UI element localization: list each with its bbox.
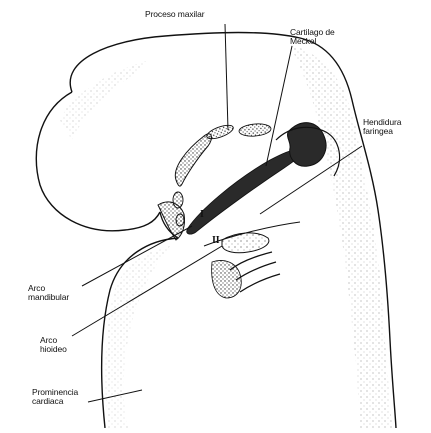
label-arco-hioideo: Arco hioideo [40,336,67,354]
label-hendidura-faringea: Hendidura faringea [363,118,401,136]
label-arco-mandibular: Arco mandibular [28,284,69,302]
maxillary-process [175,134,211,186]
label-arco-hioideo-line2: hioideo [40,345,67,354]
label-arco-mandibular-line2: mandibular [28,293,69,302]
label-proceso-maxilar-text: Proceso maxilar [145,10,204,19]
head-shading [290,45,392,428]
label-prominencia-line2: cardiaca [32,397,78,406]
label-cartilago-meckel: Cartilago de Meckel [290,28,335,46]
oval-upper [173,192,183,208]
label-prominencia-cardiaca: Prominencia cardiaca [32,388,78,406]
label-hendidura-line2: faringea [363,127,401,136]
label-proceso-maxilar: Proceso maxilar [145,10,204,19]
label-cartilago-line2: Meckel [290,37,335,46]
oval-lower [176,214,184,226]
roman-numeral-two: II [212,236,220,245]
cardiac-shading [105,246,170,428]
leader-proceso-maxilar [225,24,228,130]
roman-numeral-one: I [200,210,204,219]
frontal-bulge-outline [36,92,160,231]
forehead-shading [60,60,150,140]
pharyngeal-dark-mass [212,261,242,299]
leader-cartilago [266,46,292,166]
arch-two-shape [222,233,269,253]
maxillary-oval-b [239,123,272,138]
maxillary-oval-a [205,123,235,142]
meckel-cartilage [187,149,301,234]
